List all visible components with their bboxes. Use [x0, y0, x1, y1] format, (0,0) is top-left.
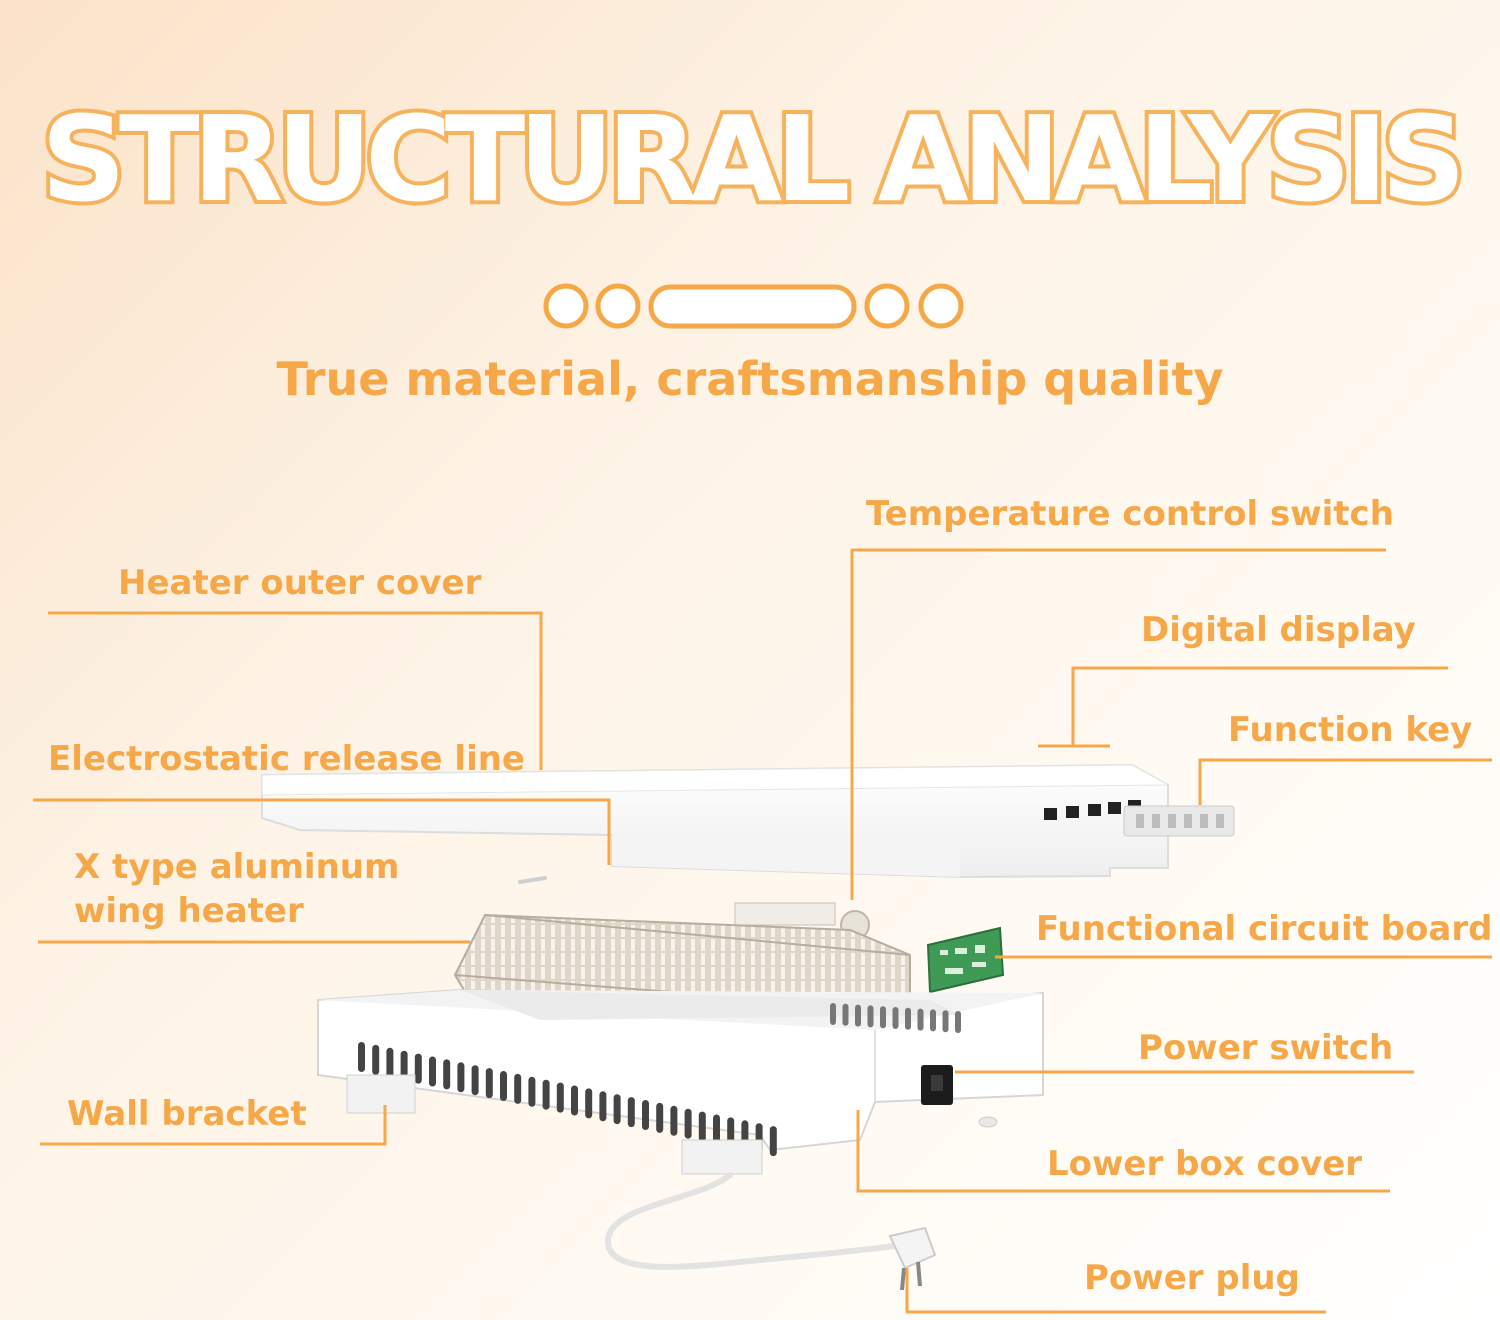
- inner-vent-slot: [892, 1007, 899, 1029]
- inner-vent-slot: [917, 1008, 924, 1031]
- vent-slot: [414, 1053, 422, 1084]
- subtitle: True material, craftsmanship quality: [276, 352, 1224, 406]
- label-lower-box-cover: Lower box cover: [1047, 1144, 1363, 1184]
- vent-slot: [613, 1094, 621, 1125]
- wing-heater-shape: [453, 913, 911, 1032]
- vent-slot: [500, 1071, 507, 1101]
- inner-vent-slot: [930, 1009, 936, 1032]
- inner-vent-slots: [830, 1003, 961, 1033]
- power-plug-shape: [888, 1226, 937, 1291]
- vent-slot: [627, 1097, 635, 1128]
- inner-vent-slot: [905, 1007, 911, 1030]
- label-electrostatic-release-line: Electrostatic release line: [48, 739, 525, 779]
- vent-slot: [571, 1085, 578, 1116]
- power-cord-shape: [604, 1172, 903, 1270]
- vent-slot: [457, 1062, 465, 1093]
- vent-slot: [585, 1088, 593, 1119]
- vent-slot: [670, 1105, 678, 1136]
- vent-slot: [599, 1091, 607, 1122]
- vent-slot: [400, 1050, 408, 1081]
- vent-slot: [755, 1123, 763, 1154]
- vent-slot: [471, 1065, 479, 1096]
- vent-slot: [429, 1056, 436, 1087]
- label-wall-bracket: Wall bracket: [67, 1094, 307, 1134]
- label-power-switch: Power switch: [1138, 1028, 1394, 1068]
- vent-slot: [386, 1047, 394, 1078]
- vent-slot: [443, 1059, 451, 1090]
- inner-vent-slot: [942, 1010, 949, 1033]
- inner-vent-slot: [867, 1005, 874, 1028]
- vent-slot: [741, 1120, 749, 1151]
- vent-slot: [656, 1102, 664, 1133]
- top-cover-shape: [261, 763, 1235, 884]
- label-power-plug: Power plug: [1084, 1258, 1300, 1298]
- vent-slot: [556, 1082, 564, 1113]
- temp-control-knob-shape: [734, 902, 870, 940]
- lower-box-shape: [317, 988, 1044, 1175]
- vent-slot: [528, 1076, 536, 1107]
- label-function-key: Function key: [1228, 710, 1473, 750]
- inner-vent-slot: [855, 1004, 861, 1027]
- label-digital-display: Digital display: [1141, 610, 1416, 650]
- vent-slot: [698, 1111, 706, 1142]
- inner-vent-slot: [842, 1003, 849, 1026]
- vent-slot: [372, 1044, 380, 1075]
- vent-slot: [514, 1073, 522, 1104]
- vent-slot: [358, 1042, 365, 1072]
- vent-slot: [642, 1100, 649, 1130]
- leader-function-key: [1198, 758, 1492, 805]
- label-x-type-heater-line2: wing heater: [74, 891, 304, 931]
- vent-slot: [713, 1114, 720, 1145]
- vent-slot: [769, 1126, 777, 1157]
- vent-slot: [727, 1117, 735, 1148]
- label-x-type-heater-line1: X type aluminum: [74, 847, 400, 887]
- inner-vent-slot: [830, 1003, 836, 1025]
- label-heater-outer-cover: Heater outer cover: [118, 563, 482, 603]
- inner-vent-slot: [955, 1011, 961, 1033]
- label-temperature-control-switch: Temperature control switch: [866, 494, 1394, 534]
- main-title: STRUCTURAL ANALYSIS: [37, 90, 1470, 228]
- vent-slots: [358, 1042, 777, 1157]
- vent-slot: [485, 1068, 493, 1099]
- vent-slot: [542, 1079, 550, 1110]
- inner-vent-slot: [880, 1006, 886, 1029]
- vent-slot: [684, 1108, 692, 1139]
- circuit-board-shape: [926, 926, 1005, 994]
- label-functional-circuit-board: Functional circuit board: [1036, 909, 1493, 949]
